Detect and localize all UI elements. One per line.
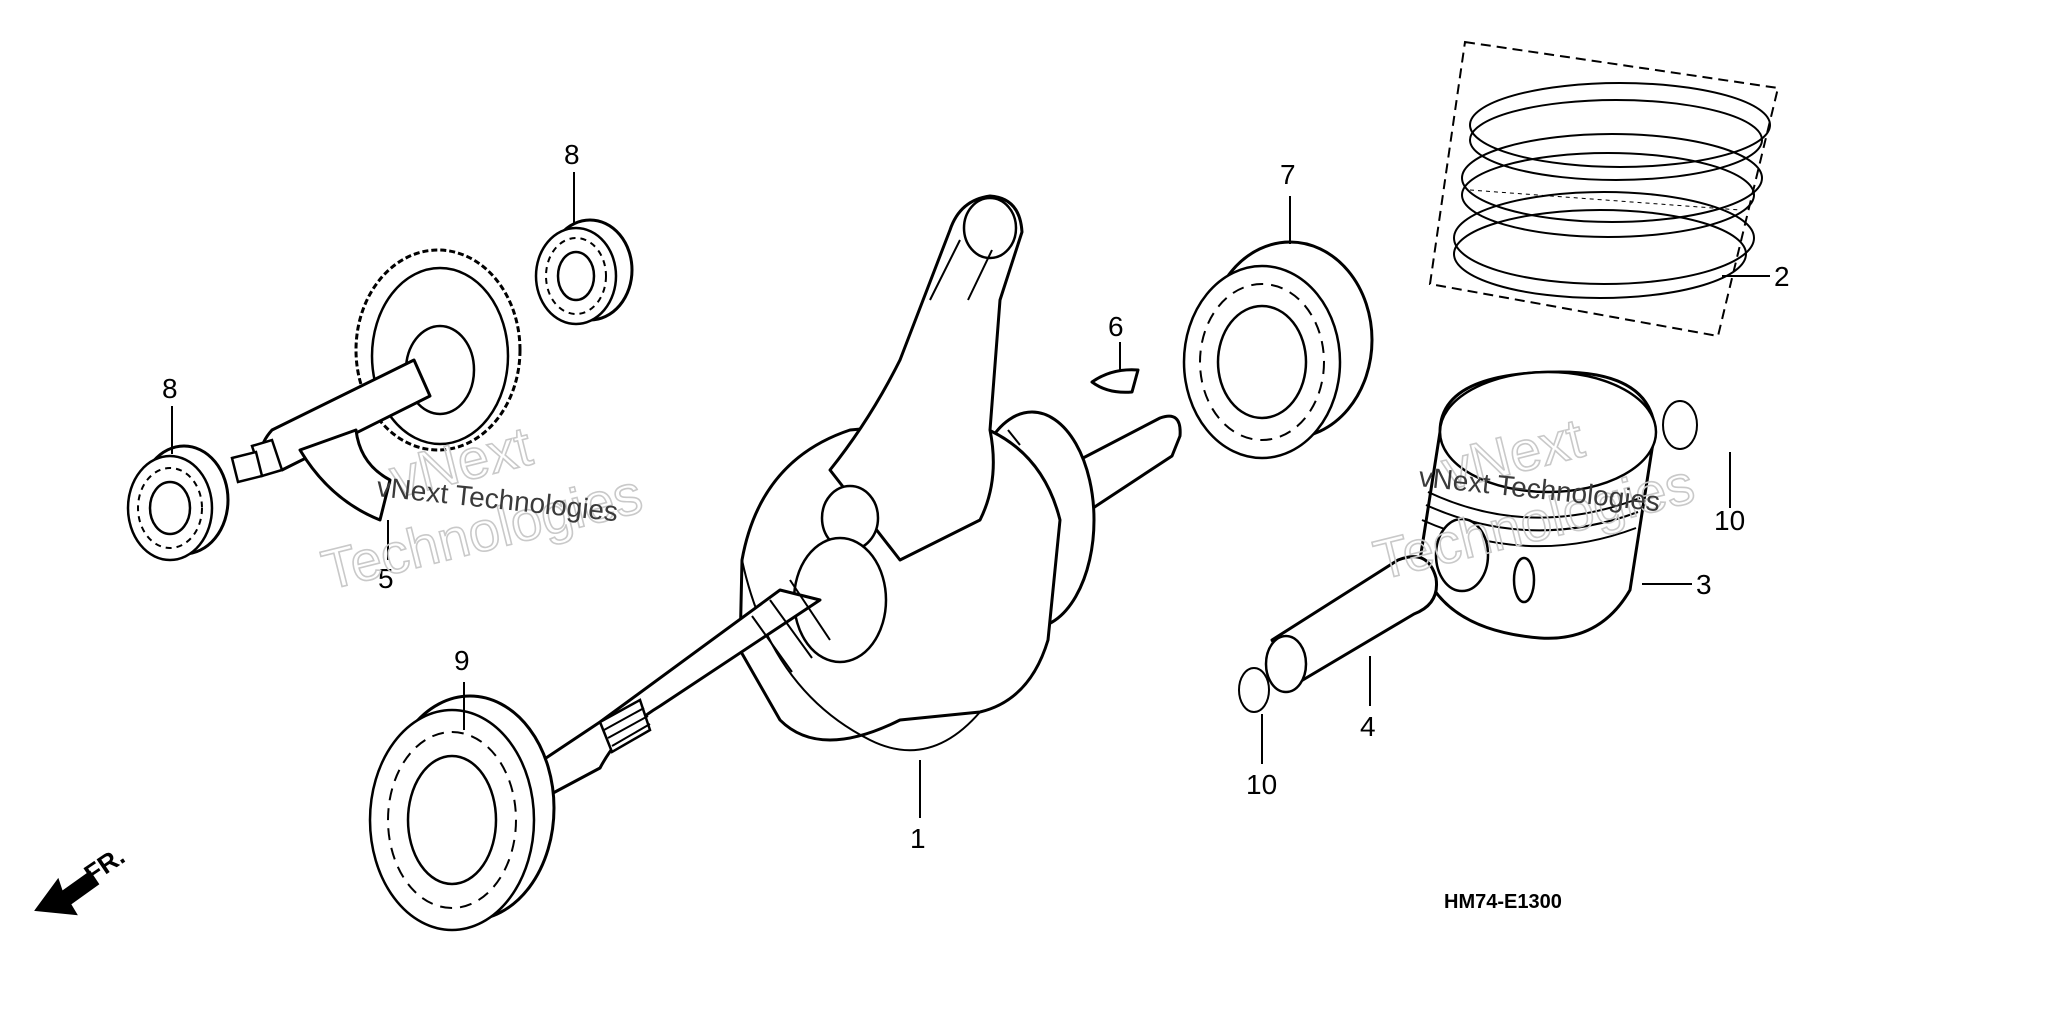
callout-8-left: 8: [162, 373, 178, 404]
balancer-shaft: [230, 248, 522, 522]
woodruff-key: [1090, 368, 1140, 394]
circlip-right: [1662, 400, 1698, 450]
callout-2: 2: [1774, 261, 1790, 292]
callout-5: 5: [378, 563, 394, 594]
crankshaft-assembly: [522, 194, 1182, 806]
callout-9: 9: [454, 645, 470, 676]
front-direction-marker: FR.: [34, 841, 130, 916]
bearing-large-right: [1182, 240, 1374, 460]
callout-3: 3: [1696, 569, 1712, 600]
piston-pin: [1264, 555, 1439, 694]
callout-6: 6: [1108, 311, 1124, 342]
bearing-large-left: [368, 694, 556, 932]
reference-code: HM74-E1300: [1444, 891, 1562, 913]
leader-lines: [171, 172, 1770, 818]
piston: [1418, 370, 1658, 640]
callout-7: 7: [1280, 159, 1296, 190]
piston-ring-set: [1428, 40, 1780, 338]
callout-10-left: 10: [1246, 769, 1277, 800]
callout-1: 1: [910, 823, 926, 854]
callout-8-upper: 8: [564, 139, 580, 170]
callout-4: 4: [1360, 711, 1376, 742]
circlip-left: [1238, 667, 1270, 713]
arrow-icon: [34, 870, 100, 916]
bearing-small-left: [126, 444, 230, 562]
callout-10-right: 10: [1714, 505, 1745, 536]
bearing-small-upper: [534, 218, 634, 326]
